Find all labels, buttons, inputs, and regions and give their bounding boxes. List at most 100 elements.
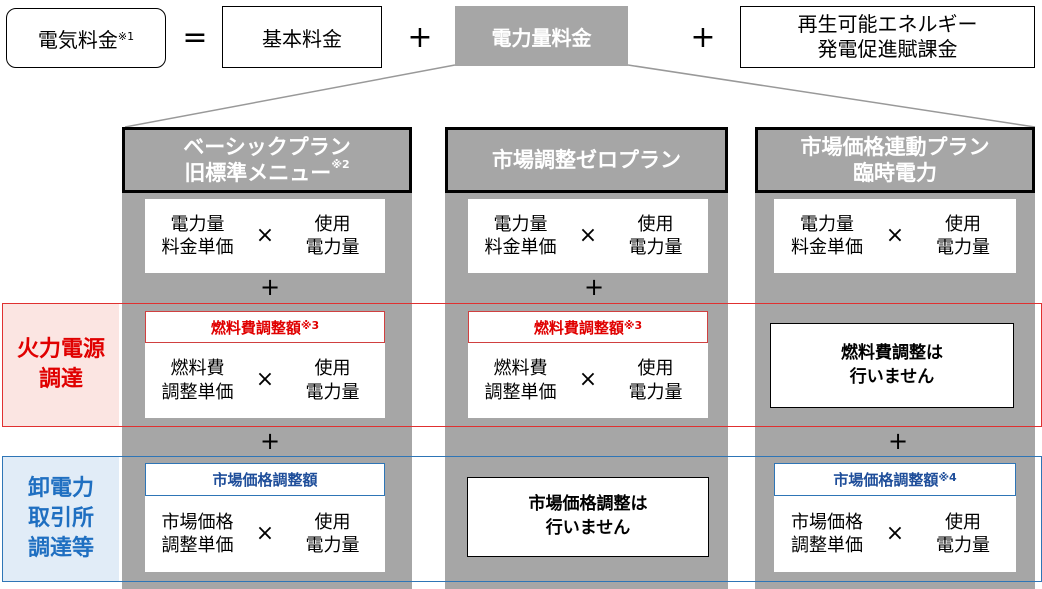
market-adjustment-label-basic: 市場価格調整額	[145, 463, 385, 496]
formula-right: 使用電力量	[280, 213, 385, 260]
formula-left-line1: 電力量	[493, 213, 548, 235]
formula-left-line2: 料金単価	[791, 237, 863, 258]
fuel-row-label-bg	[3, 304, 119, 426]
times-sign: ×	[255, 367, 275, 393]
market-row-label: 卸電力 取引所 調達等	[3, 457, 119, 581]
market-adjustment-label-market: 市場価格調整額※4	[774, 463, 1016, 496]
times-sign: ×	[885, 520, 905, 546]
times-sign: ×	[578, 222, 598, 248]
renewable-levy-line1: 再生可能エネルギー	[797, 12, 978, 36]
fuel-adjustment-label-zero: 燃料費調整額※3	[468, 311, 708, 343]
formula-right-line1: 使用	[945, 213, 981, 235]
connector-line-right	[627, 64, 1036, 128]
renewable-levy-line2: 発電促進賦課金	[817, 37, 958, 61]
formula-right-line1: 使用	[637, 358, 674, 380]
times-sign: ×	[885, 222, 905, 248]
times-sign: ×	[578, 367, 598, 393]
plan-title-market-line2: 臨時電力	[853, 161, 937, 185]
fuel-formula-basic: 燃料費調整単価 × 使用電力量	[145, 343, 385, 418]
formula-right-line2: 電力量	[936, 237, 990, 258]
market-row-label-line3: 調達等	[27, 535, 94, 561]
formula-right: 使用電力量	[603, 213, 708, 260]
fuel-adjustment-label-basic: 燃料費調整額※3	[145, 311, 385, 343]
plan-title-basic-note: ※2	[331, 158, 350, 171]
plus-zero-a: +	[583, 273, 605, 301]
market-adjustment-text: 市場価格調整額	[833, 471, 939, 489]
formula-left: 電力量料金単価	[774, 213, 880, 260]
formula-left: 市場価格調整単価	[145, 511, 250, 558]
plan-header-market: 市場価格連動プラン 臨時電力	[755, 127, 1035, 193]
formula-right: 使用電力量	[910, 511, 1016, 558]
formula-left-line1: 電力量	[800, 213, 854, 235]
plan-title-basic-line2-wrap: 旧標準メニュー※2	[184, 158, 350, 186]
fuel-adjustment-note: ※3	[300, 318, 320, 332]
formula-right-line2: 電力量	[936, 535, 990, 556]
renewable-levy-box: 再生可能エネルギー 発電促進賦課金	[740, 6, 1035, 68]
formula-right: 使用電力量	[910, 213, 1016, 260]
fuel-adjustment-text: 燃料費調整額	[533, 318, 624, 337]
formula-right-line1: 使用	[314, 213, 351, 235]
energy-formula-market: 電力量料金単価 × 使用電力量	[774, 199, 1016, 273]
formula-right-line1: 使用	[637, 213, 674, 235]
formula-right: 使用電力量	[280, 511, 385, 558]
connector-line-left	[124, 64, 456, 128]
formula-left-line1: 燃料費	[493, 358, 548, 380]
times-sign: ×	[255, 520, 275, 546]
formula-left-line2: 調整単価	[161, 381, 234, 403]
basic-charge-box: 基本料金	[222, 6, 382, 68]
plus-sign-2: +	[690, 20, 716, 55]
formula-left: 電力量料金単価	[468, 213, 573, 260]
market-row-label-bg	[3, 457, 119, 581]
fuel-adjustment-note: ※3	[623, 318, 643, 332]
energy-charge-label: 電力量料金	[491, 25, 592, 50]
total-charge-label: 電気料金	[37, 27, 118, 52]
market-row-label-line2: 取引所	[27, 506, 94, 532]
fuel-adjustment-text: 燃料費調整額	[210, 318, 301, 337]
plus-market-b: +	[887, 427, 909, 455]
formula-left-line1: 燃料費	[170, 358, 225, 380]
times-sign: ×	[255, 222, 275, 248]
formula-left-line2: 料金単価	[484, 237, 557, 258]
formula-left: 燃料費調整単価	[145, 357, 250, 404]
plan-title-market-line1: 市場価格連動プラン	[800, 134, 990, 159]
fuel-row-label: 火力電源 調達	[3, 304, 119, 426]
plan-header-zero: 市場調整ゼロプラン	[445, 127, 728, 193]
market-row-label-line1: 卸電力	[27, 476, 94, 502]
market-adjustment-note: ※4	[938, 471, 957, 484]
formula-left-line2: 調整単価	[161, 535, 234, 556]
total-charge-box: 電気料金※1	[6, 8, 166, 68]
formula-right-line1: 使用	[314, 511, 351, 533]
plan-title-basic-line1: ベーシックプラン	[183, 134, 351, 159]
fuel-row-label-line2: 調達	[38, 367, 83, 392]
formula-left-line2: 調整単価	[484, 381, 557, 403]
plus-basic-b: +	[259, 427, 281, 455]
formula-right: 使用電力量	[603, 357, 708, 404]
no-market-adjustment-line2: 行いません	[545, 518, 631, 538]
energy-formula-zero: 電力量料金単価 × 使用電力量	[468, 199, 708, 273]
formula-left-line1: 電力量	[170, 213, 225, 235]
formula-right-line2: 電力量	[305, 381, 360, 403]
equals-sign: =	[182, 20, 208, 55]
formula-right-line1: 使用	[314, 358, 351, 380]
no-fuel-adjustment-line1: 燃料費調整は	[841, 342, 943, 363]
no-market-adjustment-line1: 市場価格調整は	[528, 494, 648, 515]
formula-left: 燃料費調整単価	[468, 357, 573, 404]
formula-right-line2: 電力量	[628, 237, 683, 258]
formula-right-line2: 電力量	[305, 237, 360, 258]
formula-left-line1: 市場価格	[791, 511, 863, 533]
formula-right: 使用電力量	[280, 357, 385, 404]
plan-header-basic: ベーシックプラン 旧標準メニュー※2	[122, 127, 412, 193]
no-fuel-adjustment-line2: 行いません	[849, 366, 935, 387]
market-adjustment-text: 市場価格調整額	[212, 471, 318, 489]
market-formula-market: 市場価格調整単価 × 使用電力量	[774, 496, 1016, 572]
formula-left-line1: 市場価格	[161, 511, 234, 533]
formula-left-line2: 調整単価	[791, 535, 863, 556]
formula-left-line2: 料金単価	[161, 237, 234, 258]
formula-right-line2: 電力量	[628, 381, 683, 403]
fuel-row-label-line1: 火力電源	[16, 337, 105, 363]
no-fuel-adjustment-box: 燃料費調整は 行いません	[770, 323, 1014, 408]
formula-left: 市場価格調整単価	[774, 511, 880, 558]
basic-charge-label: 基本料金	[262, 26, 342, 51]
energy-formula-basic: 電力量料金単価 × 使用電力量	[145, 199, 385, 273]
